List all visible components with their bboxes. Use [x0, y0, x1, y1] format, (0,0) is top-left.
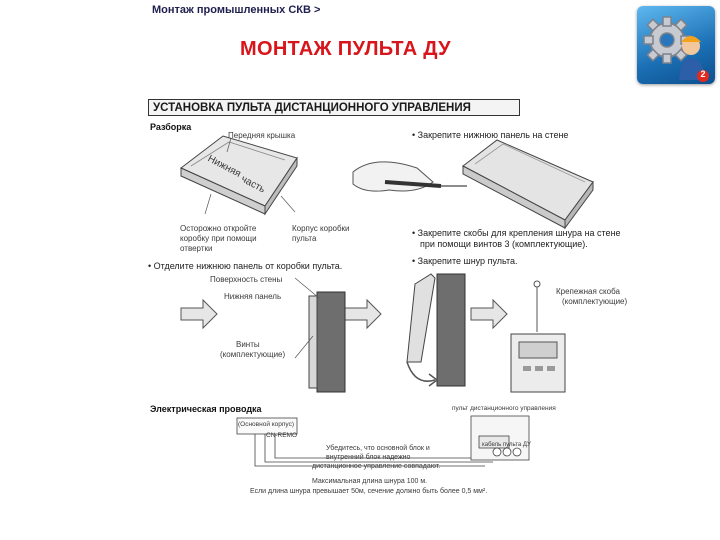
- step-brackets-2: при помощи винтов 3 (комплектующие).: [420, 239, 588, 249]
- wiring-note-3: дистанционное управление совпадают.: [312, 463, 441, 470]
- wall-panel-illustration: [294, 277, 346, 393]
- open-note-1: Осторожно откройте: [180, 224, 257, 233]
- breadcrumb[interactable]: Монтаж промышленных СКВ >: [152, 4, 321, 16]
- installation-figure: [180, 135, 594, 467]
- bracket-label-1: Крепежная скоба: [556, 287, 620, 296]
- indoor-unit-label: (Основной корпус): [238, 421, 295, 428]
- wiring-note-2: внутренний блок надежно: [326, 454, 411, 461]
- logo-gears-worker: 2: [637, 6, 715, 84]
- logo-badge: 2: [700, 69, 706, 79]
- wall-surface-label: Поверхность стены: [210, 275, 283, 284]
- box-body-2: пульта: [292, 234, 317, 243]
- step-fix-panel: • Закрепите нижнюю панель на стене: [412, 130, 569, 140]
- bracket-label-2: (комплектующие): [562, 297, 628, 306]
- step-brackets-1: • Закрепите скобы для крепления шнура на…: [412, 228, 621, 238]
- gear-icon: [643, 16, 709, 82]
- screws-label-1: Винты: [236, 340, 260, 349]
- remote-plug-label: кабель пульта ДУ: [482, 442, 531, 448]
- cord-length-1: Максимальная длина шнура 100 м.: [312, 478, 428, 485]
- figure-heading: УСТАНОВКА ПУЛЬТА ДИСТАНЦИОННОГО УПРАВЛЕН…: [148, 99, 520, 116]
- wiring-label: Электрическая проводка: [150, 404, 262, 414]
- lower-panel-label: Нижняя панель: [224, 292, 282, 301]
- step-separate: • Отделите нижнюю панель от коробки пуль…: [148, 261, 343, 271]
- wiring-note-1: Убедитесь, что основной блок и: [326, 445, 430, 452]
- open-note-3: отвертки: [180, 244, 213, 253]
- page-title: МОНТАЖ ПУЛЬТА ДУ: [240, 38, 451, 60]
- front-cover-label: Передняя крышка: [228, 131, 296, 140]
- hand-screwdriver-illustration: [352, 161, 467, 192]
- remote-on-wall-illustration: [462, 139, 594, 230]
- step-cord: • Закрепите шнур пульта.: [412, 256, 518, 266]
- cord-length-2: Если длина шнура превышает 50м, сечение …: [250, 488, 488, 495]
- remote-unit-label: пульт дистанционного управления: [452, 405, 556, 412]
- wall-remote-illustration: [406, 273, 466, 387]
- remote-box-illustration: [180, 135, 298, 216]
- disassembly-label: Разборка: [150, 122, 192, 132]
- box-body-1: Корпус коробки: [292, 224, 350, 233]
- open-note-2: коробку при помощи: [180, 234, 257, 243]
- screws-label-2: (комплектующие): [220, 350, 286, 359]
- remote-controller-illustration: [510, 280, 566, 393]
- arrow-icon: [180, 298, 508, 330]
- cn-remo-label: CN-REMO: [266, 432, 298, 439]
